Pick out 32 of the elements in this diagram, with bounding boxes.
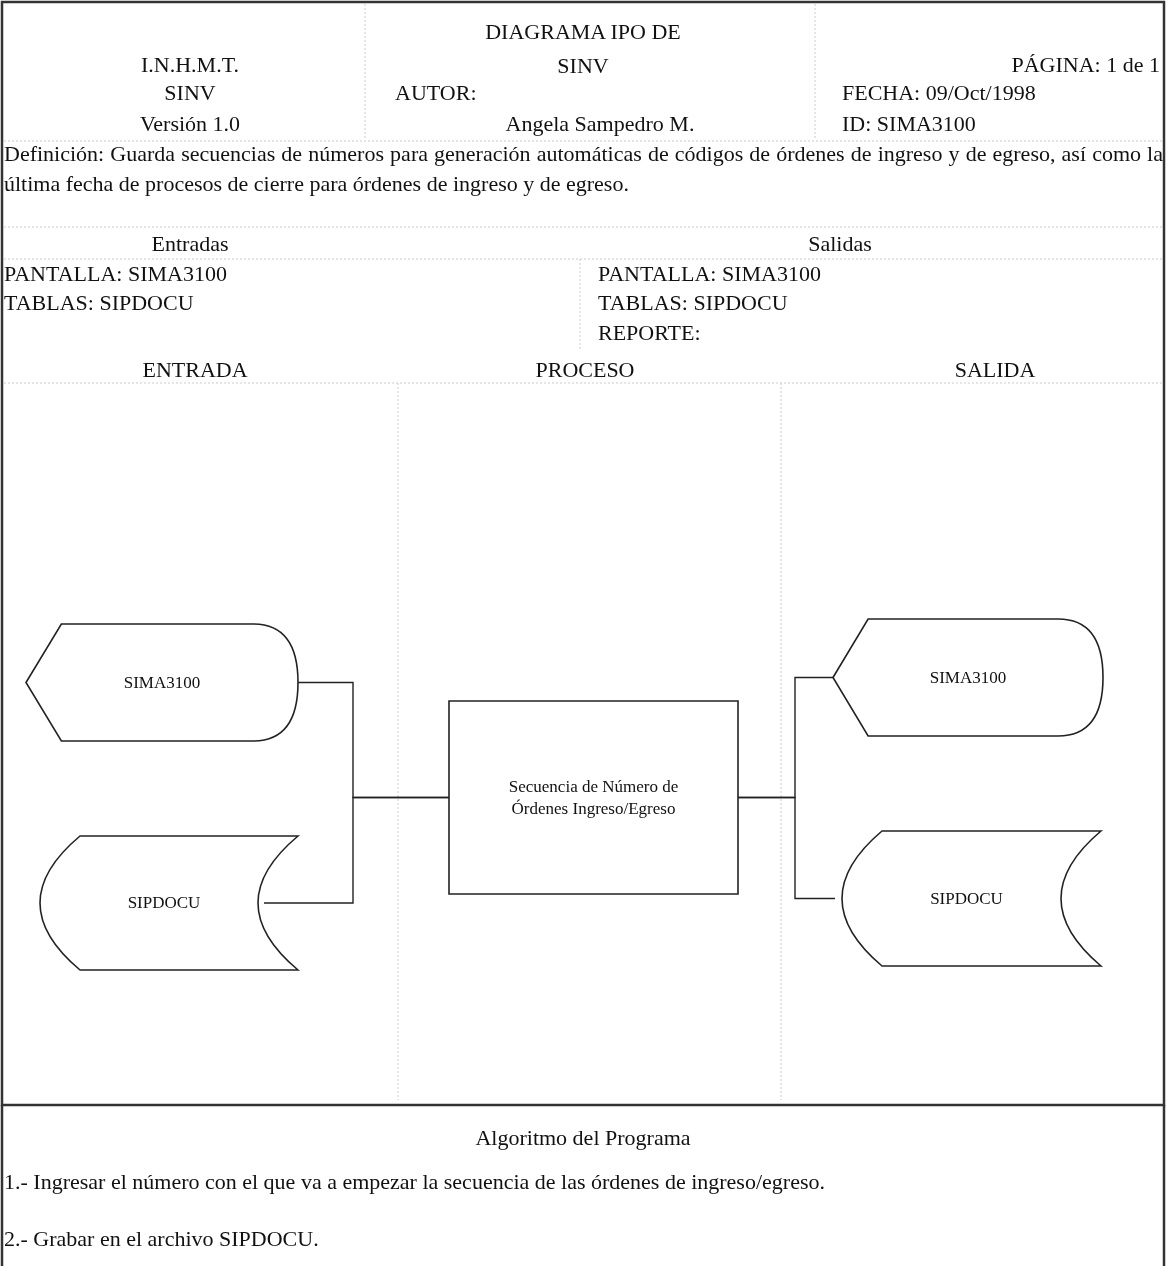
date-text: FECHA: 09/Oct/1998 (842, 80, 1037, 106)
input-table-text: TABLAS: SIPDOCU (4, 290, 195, 316)
node-label: Secuencia de Número de Órdenes Ingreso/Egreso (507, 775, 680, 820)
display-symbol (833, 619, 1103, 736)
author-label: AUTOR: (395, 80, 478, 106)
connector-line (263, 796, 450, 904)
node-label: SIMA3100 (123, 671, 201, 694)
report-text: REPORTE: (598, 320, 702, 346)
algorithm-step: 2.- Grabar en el archivo SIPDOCU. (4, 1224, 1163, 1253)
column-heading: SALIDA (953, 357, 1037, 383)
program-id: ID: SIMA3100 (842, 111, 977, 137)
definition-text: Definición: Guarda secuencias de números para generación automáticas de códigos de órdenes de ingreso y de egreso, así como la última fecha de procesos de cierre para órdenes de ingreso y de egreso. (4, 140, 1163, 198)
algorithm-step: 1.- Ingresar el número con el que va a empezar la secuencia de las órdenes de ingreso/egreso. (4, 1167, 1163, 1196)
system-name: SINV (163, 80, 217, 106)
display-symbol (26, 624, 298, 741)
output-screen-text: PANTALLA: SIMA3100 (598, 261, 822, 287)
version-text: Versión 1.0 (138, 111, 242, 137)
column-heading: ENTRADA (141, 357, 249, 383)
author-name: Angela Sampedro M. (504, 111, 696, 137)
inputs-heading: Entradas (150, 231, 230, 257)
organization-name: I.N.H.M.T. (140, 52, 240, 78)
node-label: SIPDOCU (930, 887, 1003, 910)
title: DIAGRAMA IPO DE SINV (484, 18, 682, 80)
process-box (449, 701, 738, 894)
output-table-text: TABLAS: SIPDOCU (598, 290, 789, 316)
section-heading: Algoritmo del Programa (474, 1125, 692, 1151)
input-screen-text: PANTALLA: SIMA3100 (4, 261, 228, 287)
node-label: SIMA3100 (929, 666, 1007, 689)
page-number: PÁGINA: 1 de 1 (1010, 52, 1160, 78)
node-label: SIPDOCU (127, 892, 201, 914)
column-heading: PROCESO (534, 357, 636, 383)
outputs-heading: Salidas (807, 231, 873, 257)
